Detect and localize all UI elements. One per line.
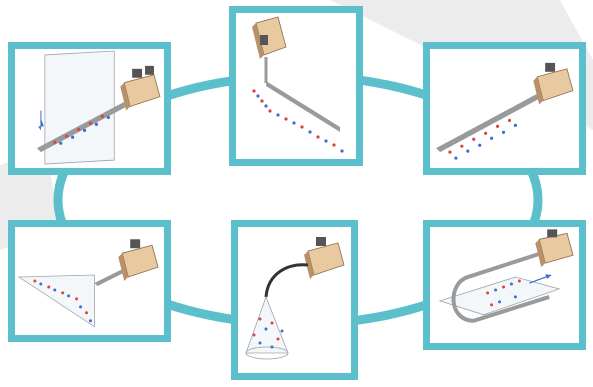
panel-cone-sheet (8, 220, 171, 342)
motor-looped-tube-plate-icon (430, 227, 579, 343)
vertical-motor-angled-rod-icon (236, 13, 356, 159)
panel-loop-plate (423, 220, 586, 350)
motor-diagonal-rod-icon (430, 49, 579, 168)
motor-with-triangular-sheet-icon (15, 227, 164, 335)
motor-rod-through-vertical-sheet-icon (15, 49, 164, 168)
motor-flexible-hose-cone-icon (238, 227, 351, 373)
panel-vertical-sheet (8, 42, 171, 175)
panel-vertical-drop (229, 6, 363, 166)
panel-diagonal-rod (423, 42, 586, 175)
panel-flexible-cone (231, 220, 358, 380)
